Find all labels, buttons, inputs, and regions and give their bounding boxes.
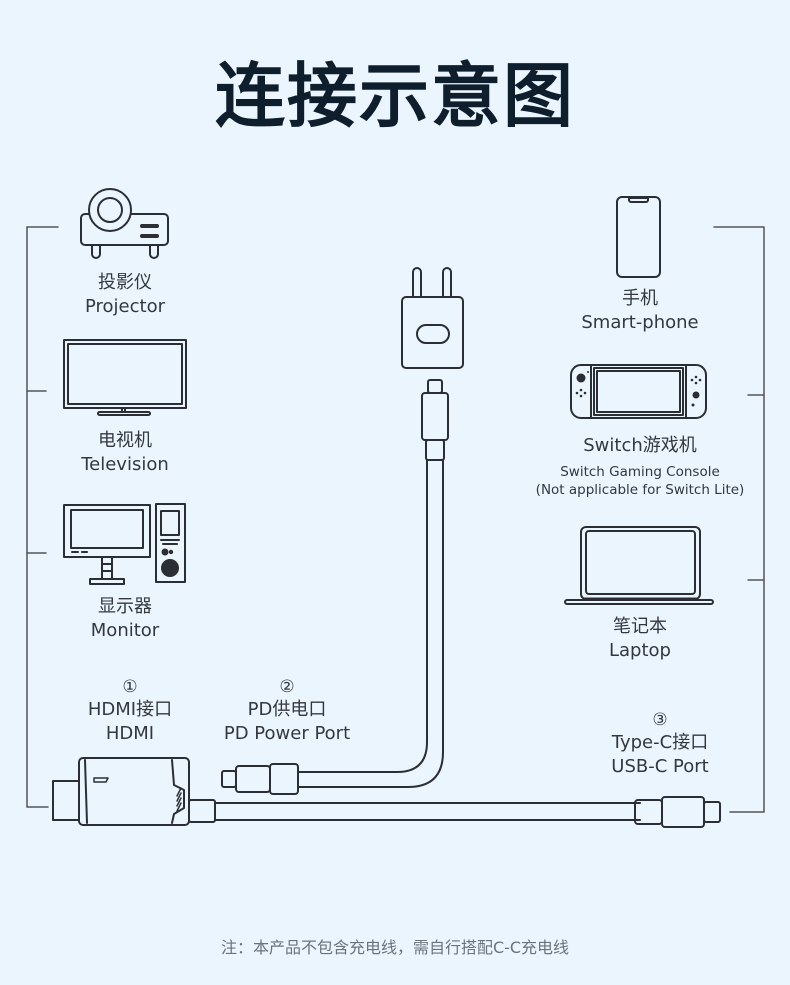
device-name-zh: 手机 — [622, 288, 658, 309]
port-label-usb-c: ③ Type-C接口 USB-C Port — [590, 709, 730, 779]
usb-c-cable — [214, 796, 721, 828]
device-name-en: Laptop — [609, 640, 671, 661]
device-name-en: Projector — [85, 296, 165, 317]
device-label-smartphone: 手机 Smart-phone — [560, 287, 720, 335]
device-name-zh: 显示器 — [98, 596, 152, 617]
power-adapter-icon — [401, 267, 464, 369]
device-name-zh: 投影仪 — [98, 272, 152, 293]
port-name-zh: HDMI接口 — [87, 699, 173, 720]
left-bracket-line — [26, 226, 59, 808]
port-name-zh: PD供电口 — [247, 699, 327, 720]
device-name-en: Monitor — [90, 620, 160, 641]
hdmi-adapter — [52, 757, 216, 826]
port-number: ② — [279, 677, 295, 697]
footnote: 注：本产品不包含充电线，需自行搭配C-C充电线 — [220, 938, 570, 957]
projector-icon — [80, 188, 169, 259]
laptop-icon — [564, 526, 714, 605]
port-name-en: HDMI — [105, 723, 155, 744]
device-note: (Not applicable for Switch Lite) — [535, 482, 745, 498]
port-number: ③ — [652, 710, 668, 730]
page-title: 连接示意图 — [215, 55, 575, 137]
switch-console-icon — [570, 364, 707, 419]
device-name-zh: 笔记本 — [613, 616, 667, 637]
device-name-en: Smart-phone — [581, 312, 699, 333]
device-label-television: 电视机 Television — [60, 429, 190, 477]
device-name-en: Television — [81, 454, 169, 475]
device-label-laptop: 笔记本 Laptop — [575, 615, 705, 663]
port-label-pd: ② PD供电口 PD Power Port — [207, 676, 367, 746]
port-label-hdmi: ① HDMI接口 HDMI — [70, 676, 190, 746]
port-name-en: USB-C Port — [611, 756, 709, 777]
port-name-zh: Type-C接口 — [611, 732, 709, 753]
device-label-projector: 投影仪 Projector — [60, 271, 190, 319]
pd-cable — [221, 379, 449, 795]
device-name-zh: Switch游戏机 — [583, 435, 697, 456]
port-name-en: PD Power Port — [223, 723, 351, 744]
smartphone-icon — [616, 196, 661, 278]
device-label-monitor: 显示器 Monitor — [60, 595, 190, 643]
port-number: ① — [122, 677, 138, 697]
device-label-switch: Switch游戏机 Switch Gaming Console (Not app… — [520, 434, 760, 499]
device-name-en: Switch Gaming Console — [560, 464, 720, 480]
monitor-pc-icon — [63, 503, 186, 585]
right-bracket-line — [713, 226, 765, 813]
device-name-zh: 电视机 — [98, 430, 152, 451]
television-icon — [63, 339, 187, 416]
